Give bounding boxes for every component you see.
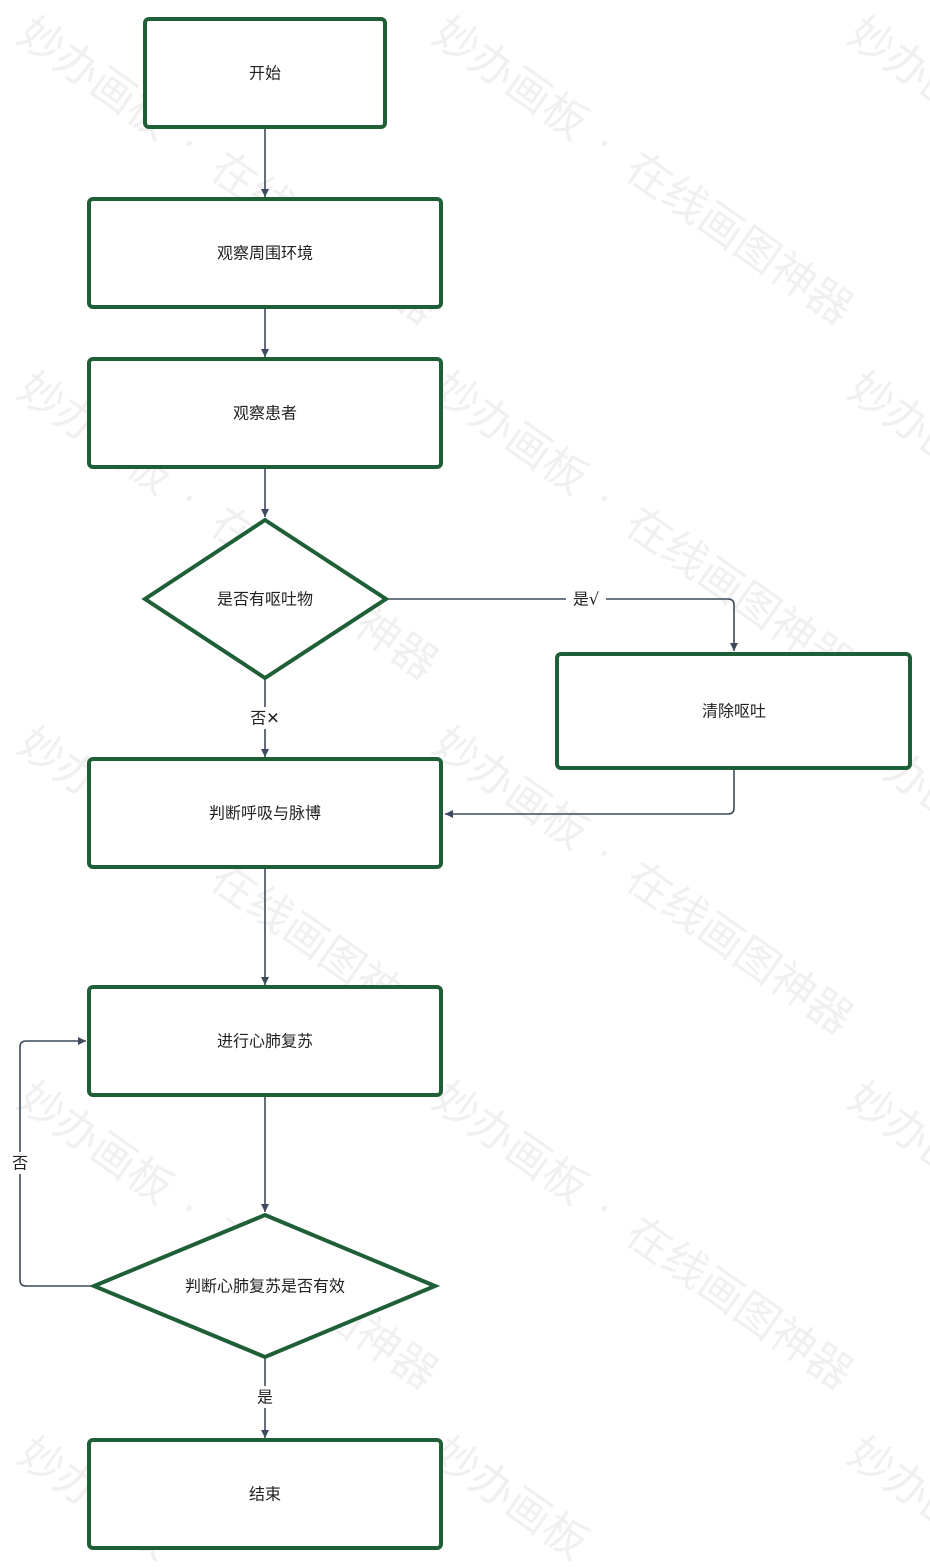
edge-label-vomit-yes: 是√ [573, 590, 600, 609]
node-cpr-check-label: 判断心肺复苏是否有效 [185, 1277, 345, 1296]
watermark-text: 妙办画板 [839, 1427, 930, 1567]
watermark-dot: · [168, 1184, 209, 1234]
node-clear-vomit-label: 清除呕吐 [702, 702, 766, 721]
node-start[interactable]: 开始 [143, 17, 387, 129]
node-cpr-check[interactable]: 判断心肺复苏是否有效 [88, 1212, 441, 1360]
node-check-breath[interactable]: 判断呼吸与脉博 [87, 757, 443, 869]
node-end[interactable]: 结束 [87, 1438, 443, 1550]
node-cpr-label: 进行心肺复苏 [217, 1032, 313, 1051]
watermark-text: 妙办画板 [424, 1072, 597, 1215]
edge-labels: 是√ 否✕ 否 是 [9, 588, 606, 1408]
watermark-text: 在线画图神器 [616, 852, 862, 1045]
node-cpr[interactable]: 进行心肺复苏 [87, 985, 443, 1097]
node-vomit-check[interactable]: 是否有呕吐物 [141, 517, 390, 681]
edge-label-cpr-yes: 是 [257, 1388, 273, 1407]
watermark-dot: · [583, 119, 624, 169]
node-observe-env-label: 观察周围环境 [217, 244, 313, 263]
edge-vomit-yes [387, 598, 738, 651]
watermark-dot: · [583, 1184, 624, 1234]
node-clear-vomit[interactable]: 清除呕吐 [555, 652, 912, 770]
watermark-text: 妙办画板 [839, 7, 930, 150]
edge-label-vomit-no: 否✕ [250, 709, 279, 728]
node-vomit-check-label: 是否有呕吐物 [217, 590, 313, 609]
node-observe-patient[interactable]: 观察患者 [87, 357, 443, 469]
node-end-label: 结束 [249, 1485, 281, 1504]
node-start-label: 开始 [249, 64, 281, 83]
watermark-dot: · [583, 474, 624, 524]
edge-clear-to-breath [445, 770, 735, 818]
node-check-breath-label: 判断呼吸与脉博 [209, 804, 321, 823]
watermark-dot: · [168, 474, 209, 524]
watermark-text: 妙办画板 [424, 7, 597, 150]
edge-label-cpr-no: 否 [12, 1154, 28, 1173]
watermark-dot: · [583, 829, 624, 879]
watermark-text: 妙办画板 [839, 362, 930, 505]
node-observe-env[interactable]: 观察周围环境 [87, 197, 443, 309]
watermark-text: 在线画图神器 [616, 142, 862, 335]
node-observe-patient-label: 观察患者 [233, 404, 297, 423]
watermark-text: 妙办画板 [424, 1427, 597, 1567]
watermark-text: 妙办画板 [424, 362, 597, 505]
watermark-text: 妙办画板 [839, 1072, 930, 1215]
watermark-text: 在线画图神器 [616, 1207, 862, 1400]
